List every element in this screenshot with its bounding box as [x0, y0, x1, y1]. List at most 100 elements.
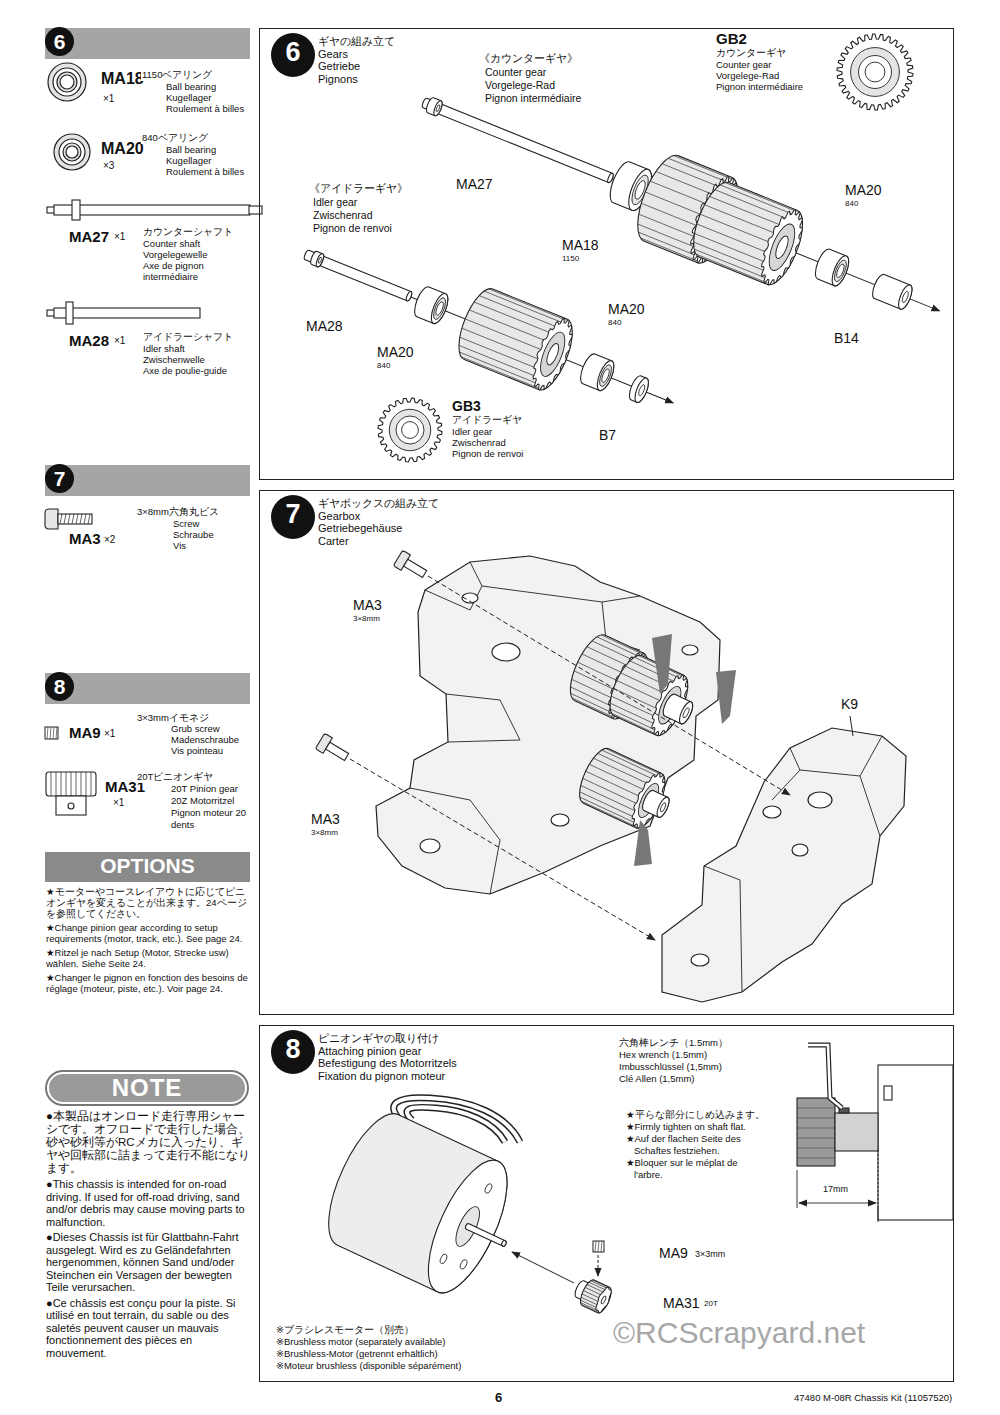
bearing-symbol — [53, 68, 81, 96]
gearbox-gears — [562, 630, 705, 837]
step-panel: ギヤボックスの組み立てGearboxGetriebegehäuseCarter7 — [259, 490, 954, 1015]
size-label: 1150 — [561, 254, 580, 263]
gear-face-icon — [859, 56, 892, 89]
hex-wrench — [808, 1045, 842, 1108]
gearbox-cover — [808, 792, 832, 808]
grub-screw-symbol — [598, 1255, 599, 1276]
tool-name: 六角棒レンチ（1.5mm） — [618, 1038, 729, 1049]
gear-drawing — [630, 661, 680, 684]
gear-face-icon — [837, 34, 913, 110]
part-code: MA31 — [662, 1295, 701, 1311]
screw-symbol — [404, 559, 427, 577]
step-number: 6 — [271, 33, 315, 71]
collar-drawing — [309, 251, 325, 268]
part-name: Roulement à billes — [165, 104, 245, 115]
gear-drawing — [536, 329, 570, 379]
part-code: MA20 — [844, 182, 883, 198]
gearbox-cover — [662, 716, 906, 1002]
collar-drawing — [870, 273, 915, 311]
collar-drawing — [637, 384, 646, 397]
bearing-symbol — [66, 146, 78, 158]
pinion-side-view — [835, 1113, 878, 1151]
shaft-symbol — [66, 302, 73, 324]
size-label: 3×8mm — [310, 828, 339, 837]
gearbox-housing — [420, 839, 440, 853]
part-code: MA18 — [561, 237, 600, 253]
part-code: MA3 — [352, 597, 383, 613]
insert-arrow — [634, 820, 652, 866]
gear-drawing — [474, 302, 560, 337]
bearing-symbol — [54, 134, 90, 170]
step-bar: 6 — [45, 28, 250, 59]
instruction-text: ★Auf der flachen Seite des — [625, 1134, 742, 1145]
panel-heading-group: ギヤボックスの組み立てGearboxGetriebegehäuseCarter — [318, 497, 439, 547]
part-name: Counter shaft — [142, 239, 201, 250]
gear-face-icon — [402, 422, 419, 439]
part-code: MA18 — [100, 70, 145, 88]
part-name: Axe de poulie-guide — [142, 366, 228, 377]
collar-drawing — [425, 97, 444, 117]
part-name: Idler shaft — [142, 344, 186, 355]
step-heading: Pignons — [318, 73, 395, 86]
gear-drawing — [460, 337, 546, 372]
tool-name: Hex wrench (1.5mm) — [618, 1050, 708, 1061]
bearing-drawing — [812, 247, 852, 288]
shaft-symbol — [54, 205, 250, 215]
gear-drawing — [602, 750, 660, 777]
shaft-symbol — [47, 302, 200, 324]
gear-drawing — [597, 637, 641, 658]
step-heading: Carter — [318, 535, 439, 548]
bearing-symbol — [57, 72, 77, 92]
part-name: Zwischenwelle — [142, 355, 206, 366]
gear-drawing — [544, 342, 561, 366]
gear-drawing — [484, 291, 565, 324]
part-name: Pignon de renvoi — [451, 449, 524, 460]
collar-drawing — [659, 802, 667, 813]
part-group-name: Vorgelege-Rad — [484, 79, 556, 91]
note-text: ●Dieses Chassis ist für Glattbahn-Fahrt … — [45, 1231, 251, 1294]
part-name: アイドラーシャフト — [142, 332, 234, 343]
pinion-symbol — [46, 772, 96, 815]
gear-face-icon — [837, 34, 913, 110]
note-text: ※Brushless motor (separately available) — [275, 1337, 447, 1348]
part-code: MA20 — [607, 301, 646, 317]
quantity: ×1 — [102, 93, 115, 105]
step-heading: ピニオンギヤの取り付け — [318, 1032, 457, 1045]
dimension-line — [878, 1150, 879, 1208]
part-name: Axe de pignon — [142, 261, 205, 272]
gear-drawing — [600, 1296, 606, 1305]
gear-drawing — [612, 713, 657, 734]
instruction-text: l'arbre. — [633, 1170, 664, 1181]
section-title: OPTIONS — [45, 852, 250, 880]
shaft-drawing — [465, 1223, 507, 1247]
note-text: ●本製品はオンロード走行専用シャーシです。オフロードで走行した場合、砂や砂利等が… — [45, 1110, 251, 1175]
gear-drawing — [720, 185, 795, 215]
bearing-drawing — [594, 359, 617, 393]
gearbox-housing — [410, 562, 640, 894]
bearing-drawing — [431, 296, 448, 321]
gear-face-icon — [865, 62, 885, 82]
step-number-circle: 7 — [271, 495, 315, 539]
bearing-drawing — [434, 301, 444, 316]
part-name: Kugellager — [165, 93, 212, 104]
part-name: Vis pointeau — [170, 746, 224, 757]
step-heading: Getriebegehäuse — [318, 522, 439, 535]
bearing-symbol — [54, 134, 90, 170]
part-name: カウンターギヤ — [715, 48, 787, 59]
step-bar: 7 — [45, 465, 250, 496]
shaft-drawing — [405, 291, 412, 302]
note-text: ●Ce châssis est conçu pour la piste. Si … — [45, 1297, 251, 1360]
quantity: ×2 — [103, 534, 116, 546]
gear-drawing — [641, 238, 698, 261]
part-code: MA27 — [68, 228, 110, 245]
part-group-name: Pignon de renvoi — [312, 222, 393, 234]
gear-drawing — [725, 183, 796, 212]
bearing-drawing — [829, 254, 852, 288]
motor-body — [412, 1150, 522, 1304]
quantity: ×1 — [113, 231, 126, 243]
part-name: Ball bearing — [165, 145, 217, 156]
bearing-symbol — [59, 139, 85, 165]
part-name: Ball bearing — [165, 82, 217, 93]
tool-name: Imbusschlüssel (1,5mm) — [618, 1062, 723, 1073]
tool-name: Clé Allen (1,5mm) — [618, 1074, 696, 1085]
